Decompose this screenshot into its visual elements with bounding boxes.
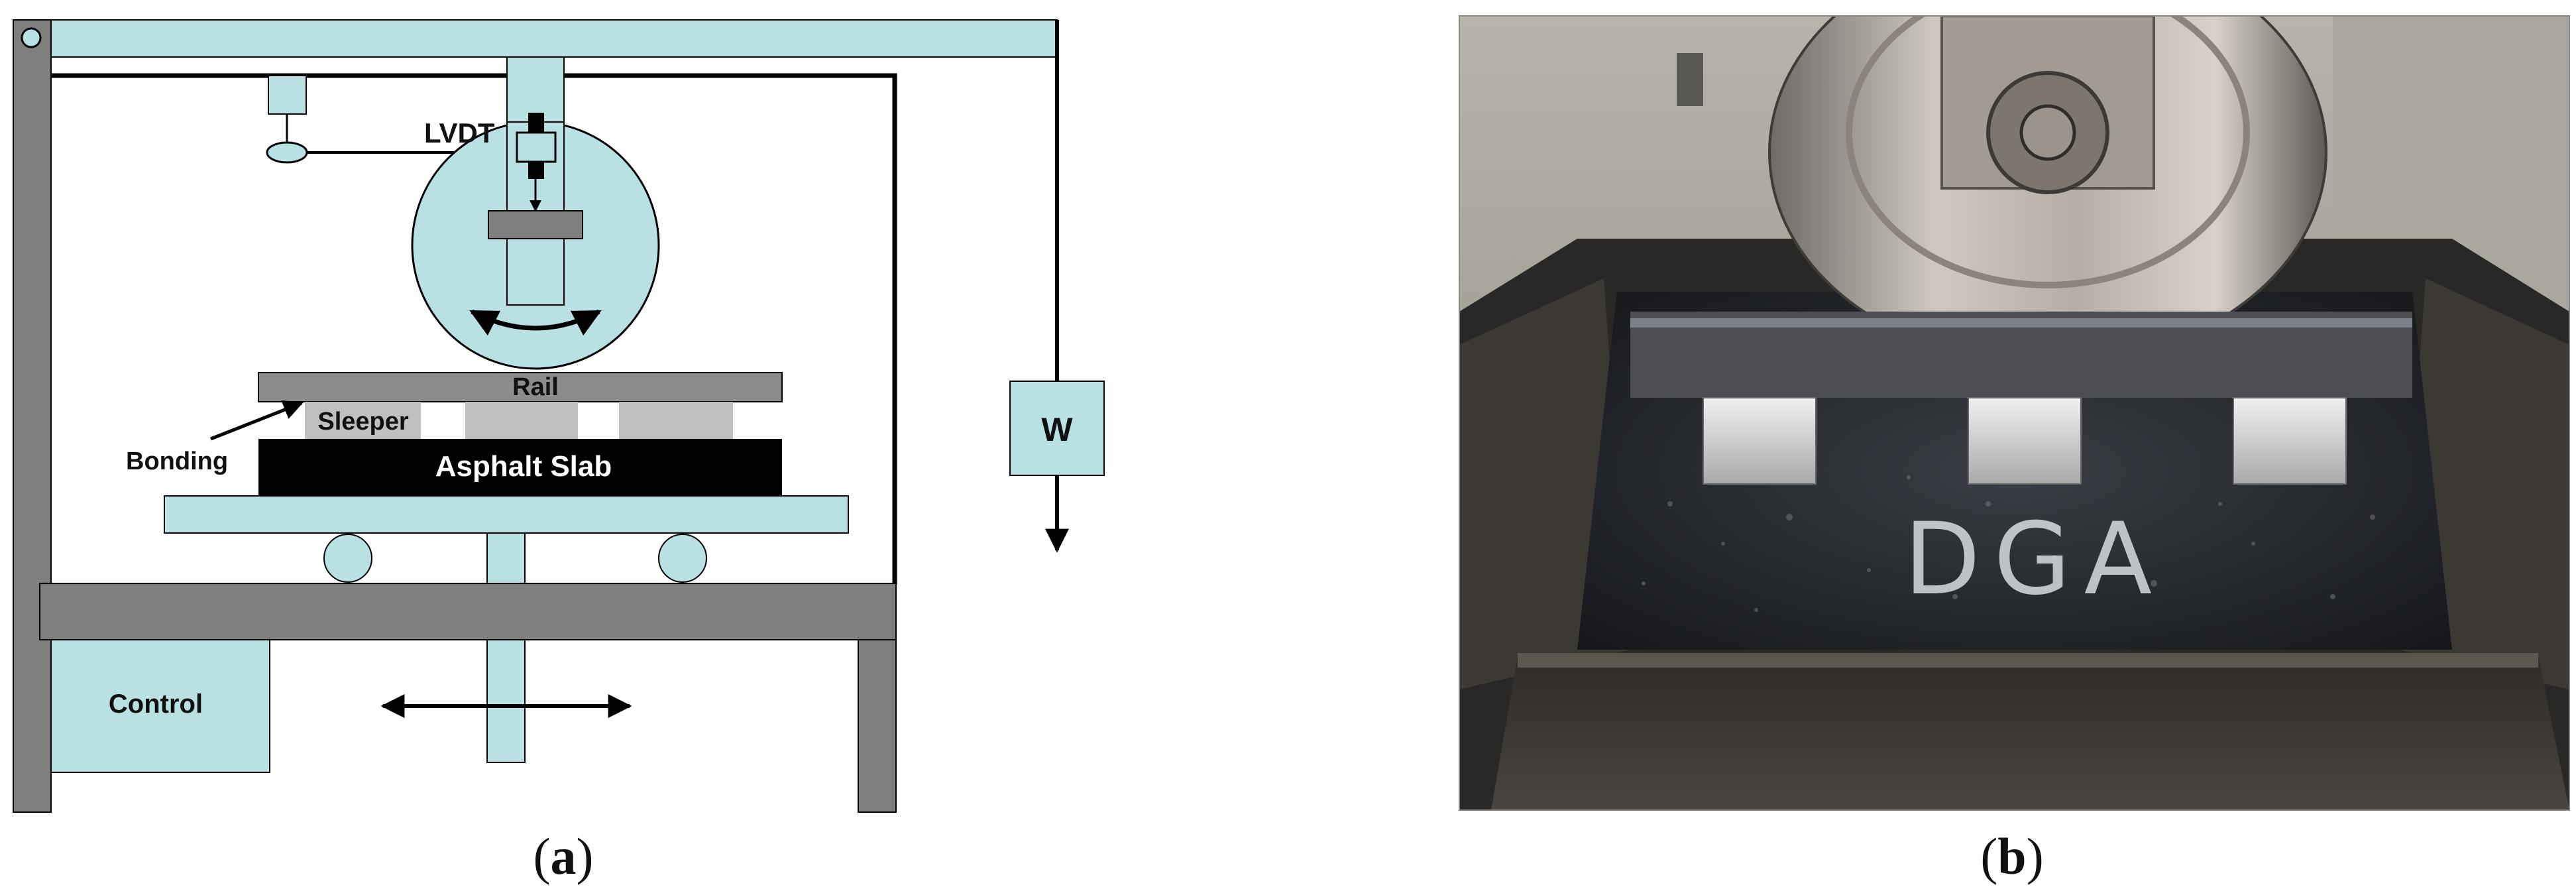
sleeper-2 bbox=[465, 402, 578, 439]
asphalt-slab bbox=[258, 439, 782, 496]
top-beam bbox=[50, 19, 1058, 58]
inner-frame-line bbox=[51, 73, 897, 585]
rail-label: Rail bbox=[512, 373, 559, 401]
right-leg bbox=[858, 639, 897, 813]
photo-rail bbox=[1630, 312, 2412, 398]
chalk-text: DGA bbox=[1904, 502, 2165, 617]
lvdt-holder bbox=[268, 75, 307, 115]
control-box bbox=[50, 639, 270, 773]
roller-left bbox=[323, 534, 372, 583]
lvdt-sensor bbox=[516, 131, 557, 163]
drive-rod-lower bbox=[486, 639, 526, 763]
bonding-label: Bonding bbox=[126, 448, 228, 475]
load-plate bbox=[488, 210, 583, 239]
photo-sleeper-3 bbox=[2233, 397, 2347, 485]
carriage-plate bbox=[164, 495, 849, 534]
lvdt-black-top bbox=[528, 113, 544, 133]
pivot-circle bbox=[21, 27, 42, 48]
wheel-axle bbox=[2019, 104, 2076, 161]
wheel-shaft bbox=[506, 56, 565, 123]
schematic-panel: W LVDT Rail Sleeper Bonding Aspha bbox=[13, 19, 1105, 885]
lvdt-probe bbox=[266, 141, 308, 164]
weight-box bbox=[1009, 381, 1105, 476]
asphalt-slab-label: Asphalt Slab bbox=[435, 450, 612, 483]
sleeper-label: Sleeper bbox=[317, 408, 409, 436]
wheel-rim-inner bbox=[1846, 16, 2250, 288]
wall-bracket bbox=[1677, 53, 1703, 106]
photo-border bbox=[1459, 15, 2570, 811]
caption-a: (a) bbox=[533, 827, 594, 885]
lvdt-black-bottom bbox=[528, 162, 544, 179]
photo-sleeper-2 bbox=[1968, 397, 2082, 485]
asphalt-texture bbox=[1642, 475, 2375, 612]
photo-sleeper-1 bbox=[1703, 397, 1817, 485]
control-label: Control bbox=[109, 689, 203, 719]
rotation-arrow bbox=[469, 309, 602, 336]
lvdt-label: LVDT bbox=[424, 117, 495, 149]
sleeper-1 bbox=[305, 402, 421, 439]
caption-b: (b) bbox=[1980, 827, 2043, 885]
sleeper-3 bbox=[619, 402, 733, 439]
bonding-arrow bbox=[210, 400, 304, 441]
front-tray-lip bbox=[1518, 653, 2538, 668]
base-table bbox=[39, 583, 897, 640]
left-column bbox=[13, 19, 52, 813]
front-tray bbox=[1491, 656, 2569, 810]
weight-label: W bbox=[1041, 411, 1073, 448]
photo-rail-highlight bbox=[1630, 318, 2412, 328]
roller-right bbox=[658, 534, 707, 583]
photo-panel: DGA (b) bbox=[1459, 15, 2570, 885]
